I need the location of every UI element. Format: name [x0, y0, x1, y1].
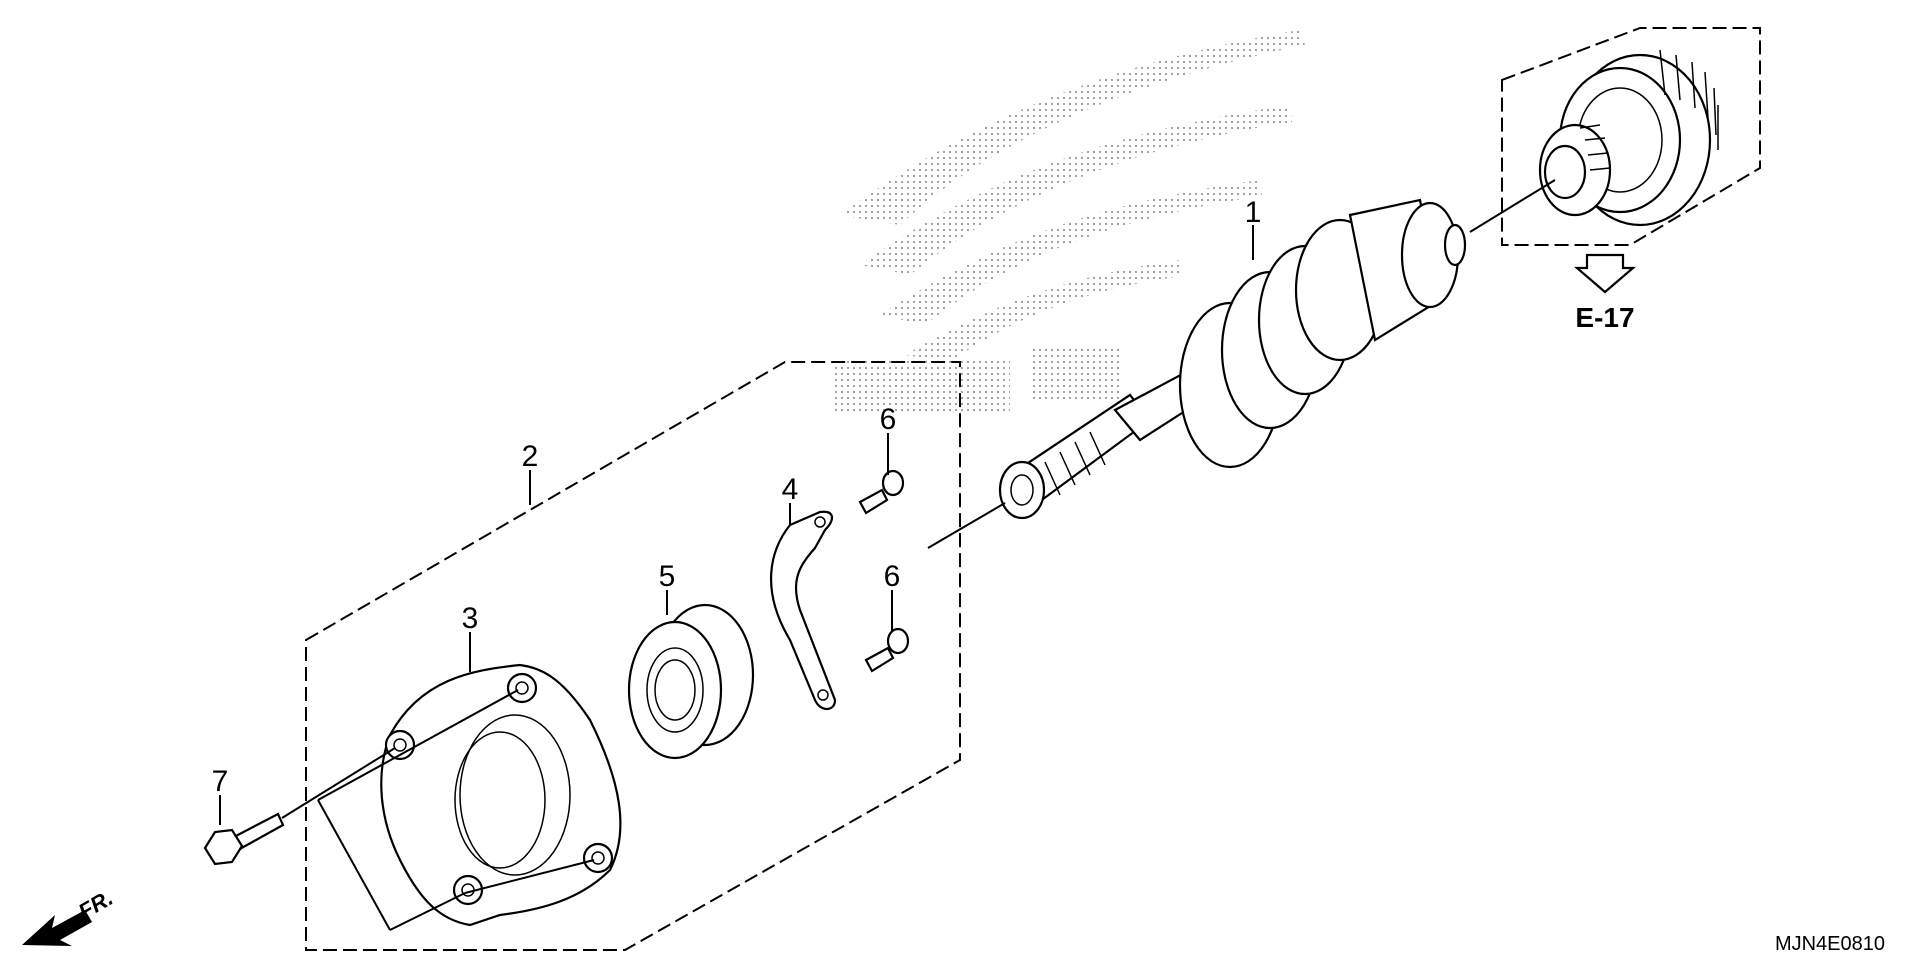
stopper-plate — [770, 510, 837, 711]
bolt-lower — [864, 627, 910, 673]
reference-leader — [1469, 179, 1556, 233]
callout-6-lower: 6 — [884, 560, 901, 593]
reference-arrow-icon — [1574, 253, 1636, 294]
callout-6-upper: 6 — [880, 403, 897, 436]
output-shaft — [998, 198, 1467, 520]
leader-lines — [219, 225, 1254, 931]
reference-box — [1501, 27, 1761, 246]
callout-1: 1 — [1245, 196, 1262, 229]
callout-4: 4 — [782, 473, 799, 506]
reference-gear-icon — [1538, 49, 1719, 227]
front-arrow-icon — [22, 910, 92, 946]
bearing-holder — [380, 663, 622, 927]
callout-5: 5 — [659, 560, 676, 593]
shaft-leader — [927, 502, 1006, 549]
callout-7: 7 — [212, 765, 229, 798]
assembly-group-box — [305, 361, 961, 951]
bearing — [627, 603, 755, 760]
callout-2: 2 — [522, 440, 539, 473]
callout-3: 3 — [462, 602, 479, 635]
bolt-upper — [858, 469, 905, 515]
diagram-code: MJN4E0810 — [1775, 933, 1885, 955]
wing-logo-icon — [835, 30, 1305, 415]
flange-bolt — [203, 812, 285, 866]
reference-label: E-17 — [1575, 302, 1634, 333]
